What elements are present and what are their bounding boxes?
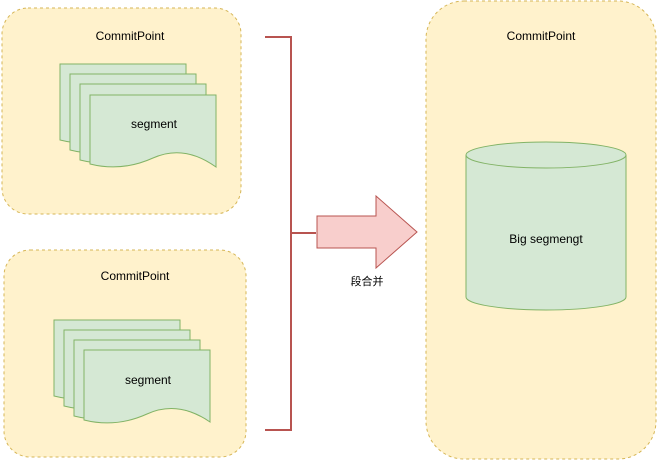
big-segment-cylinder: Big segmengt [465,141,627,311]
commitpoint-top-title: CommitPoint [96,29,165,43]
commitpoint-top-group: CommitPoint segment [1,7,242,215]
commitpoint-result-group: CommitPoint Big segmengt [425,0,657,460]
segment-stack-top: segment [59,63,217,168]
commitpoint-bottom-title: CommitPoint [101,269,170,283]
segment-stack-bottom: segment [53,319,211,424]
segment-label-bottom: segment [125,373,172,387]
segment-doc-top-front [89,94,217,168]
cylinder-top [465,141,627,169]
commitpoint-bottom-group: CommitPoint segment [3,249,247,458]
segment-doc-bottom-front [83,349,211,424]
big-segment-label: Big segmengt [509,232,583,246]
segment-label-top: segment [131,117,178,131]
commitpoint-result-title: CommitPoint [507,29,576,43]
merge-arrow [316,194,418,270]
merge-bracket [265,36,316,431]
cylinder-body [465,155,627,311]
merge-label: 段合并 [351,274,384,288]
